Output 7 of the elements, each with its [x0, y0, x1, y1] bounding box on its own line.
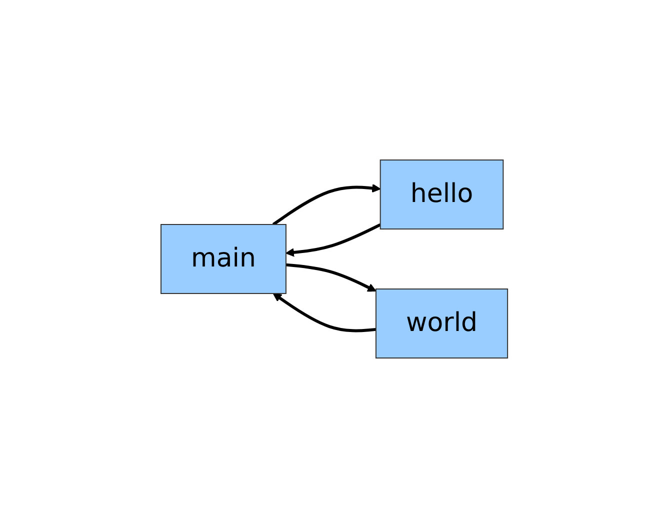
node-box: world: [375, 288, 508, 358]
arrow: [286, 263, 376, 292]
arrow: [272, 293, 376, 332]
node-box: main: [160, 224, 286, 294]
arrow: [272, 184, 380, 226]
arrow: [285, 223, 381, 257]
node-box: hello: [380, 160, 504, 230]
